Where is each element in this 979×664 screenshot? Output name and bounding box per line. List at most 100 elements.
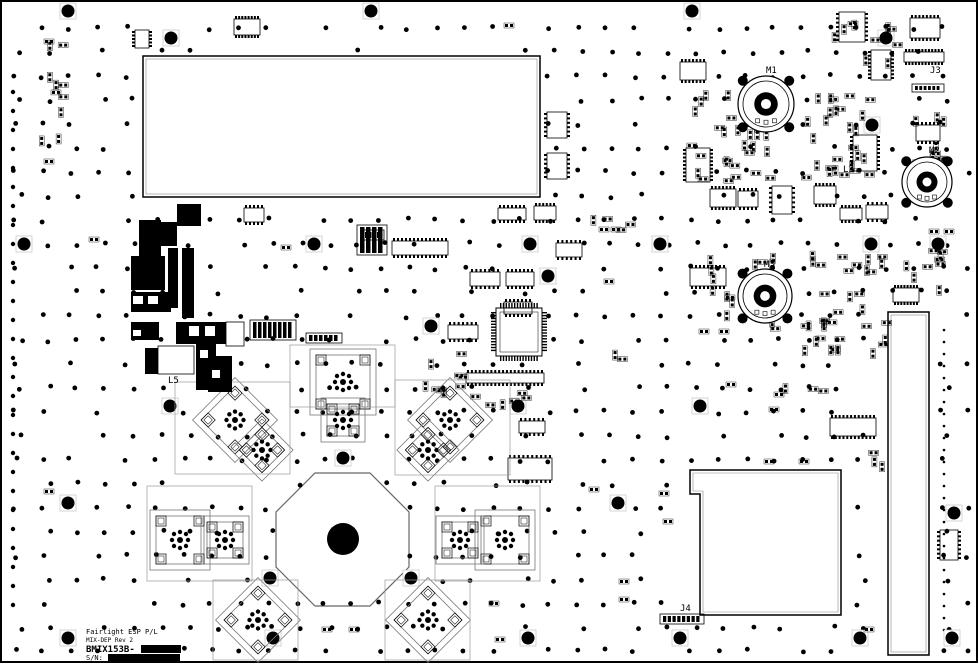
power-block [182, 248, 194, 318]
via-hole [122, 458, 128, 463]
via-hole [942, 352, 946, 356]
via-hole [297, 482, 303, 488]
passive [55, 133, 62, 145]
via-hole [546, 313, 551, 319]
via-hole [779, 433, 784, 438]
via-hole [300, 240, 306, 246]
power-pad [205, 326, 215, 336]
passive [865, 254, 871, 265]
via-hole [353, 384, 359, 390]
via-hole [407, 410, 412, 415]
via-hole [553, 192, 558, 198]
via-hole [601, 407, 607, 413]
via-hole [687, 314, 693, 319]
mounting-hole [336, 451, 350, 465]
via-hole [717, 648, 722, 654]
via-hole [664, 482, 670, 488]
via-hole [409, 433, 415, 439]
via-hole [942, 376, 946, 380]
passive [865, 269, 877, 275]
passive [503, 22, 515, 29]
passive [882, 334, 888, 346]
via-hole [747, 243, 753, 248]
via-hole [491, 649, 497, 654]
via-hole [778, 387, 784, 393]
part-number: BMIX153B- [86, 645, 135, 655]
via-hole [491, 219, 497, 224]
via-hole [435, 313, 441, 318]
via-hole [461, 361, 467, 367]
passive [612, 349, 618, 361]
via-hole [94, 410, 100, 416]
via-hole [890, 147, 895, 152]
mounting-hole [307, 237, 321, 251]
mounting-hole [541, 269, 555, 283]
via-hole [576, 552, 581, 558]
via-hole [65, 73, 71, 78]
ic-footprint [769, 185, 795, 215]
passive [841, 23, 847, 35]
via-hole [966, 170, 972, 176]
via-hole [828, 457, 834, 463]
via-hole [944, 98, 950, 104]
via-hole [828, 24, 834, 30]
via-hole [96, 72, 101, 78]
via-hole [911, 27, 917, 32]
via-hole [721, 192, 727, 198]
power-pad [133, 296, 143, 304]
ic-footprint [737, 188, 759, 210]
via-hole [916, 241, 921, 246]
battery-outline [689, 469, 842, 616]
via-hole [665, 51, 671, 56]
via-hole [496, 243, 502, 249]
key-switch [396, 418, 460, 482]
via-hole [940, 73, 946, 79]
title-block: Fairlight ESP P/L MIX-DEP Rev 2 BMIX153B… [86, 628, 181, 662]
passive [57, 42, 69, 48]
via-hole [632, 216, 637, 222]
via-hole [215, 291, 221, 297]
via-hole [39, 505, 45, 511]
power-pad [189, 326, 199, 336]
passive [729, 162, 741, 169]
via-hole [378, 266, 384, 272]
via-hole [403, 315, 409, 321]
passive [43, 158, 55, 165]
via-hole [629, 649, 635, 654]
switch-guide [394, 379, 511, 476]
via-hole [687, 648, 692, 654]
via-hole [659, 215, 664, 221]
via-hole [355, 47, 361, 53]
power-connector [225, 321, 245, 347]
via-hole [10, 336, 16, 342]
via-hole [945, 578, 951, 584]
via-hole [263, 507, 268, 513]
via-hole [861, 194, 867, 200]
passive [865, 97, 876, 103]
power-block [168, 248, 178, 308]
via-hole [45, 195, 51, 201]
via-hole [10, 374, 16, 380]
via-hole [18, 432, 24, 438]
passive [863, 55, 869, 66]
via-hole [10, 317, 16, 323]
passive [494, 636, 506, 643]
via-hole [801, 266, 807, 271]
via-hole [888, 192, 894, 198]
passive [724, 291, 730, 302]
via-hole [773, 169, 779, 174]
passive [590, 214, 597, 226]
passive [603, 278, 615, 285]
via-hole [129, 95, 135, 101]
via-hole [126, 504, 131, 509]
passive [851, 19, 858, 31]
via-hole [630, 410, 635, 415]
passive [800, 323, 812, 329]
via-hole [185, 577, 191, 583]
switch-guide [384, 579, 471, 661]
via-hole [523, 624, 528, 629]
passive [839, 172, 850, 178]
passive [770, 252, 776, 264]
via-hole [48, 528, 54, 534]
via-hole [47, 99, 53, 105]
